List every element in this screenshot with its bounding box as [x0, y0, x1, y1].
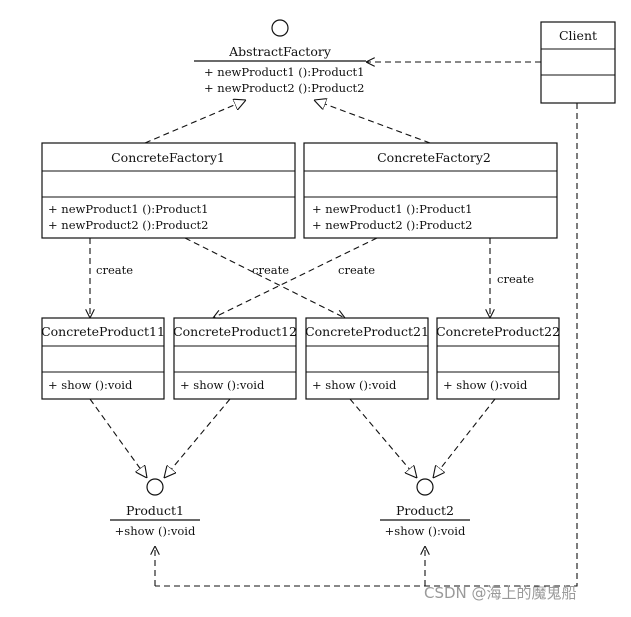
concrete-product-21-method: + show ():void	[312, 378, 397, 392]
concrete-product-22-box	[436, 317, 560, 400]
product-2-interface: Product2 +show ():void	[380, 478, 470, 538]
concrete-product-11-class: ConcreteProduct11 + show ():void	[41, 317, 165, 400]
product-2-lollipop-icon	[416, 478, 434, 496]
concrete-factory-2-box	[303, 142, 558, 239]
concrete-factory-1-name: ConcreteFactory1	[111, 150, 225, 165]
create-cf1-to-cp21	[184, 237, 345, 318]
concrete-product-12-method: + show ():void	[180, 378, 265, 392]
concrete-product-12-class: ConcreteProduct12 + show ():void	[173, 317, 297, 400]
concrete-factory-2-method-2: + newProduct2 ():Product2	[312, 218, 472, 232]
create-labels: create create create create	[96, 263, 534, 286]
concrete-factory-2-class: ConcreteFactory2 + newProduct1 ():Produc…	[303, 142, 558, 239]
create-label-3: create	[338, 263, 375, 277]
concrete-product-12-name: ConcreteProduct12	[173, 324, 297, 339]
create-label-1: create	[96, 263, 133, 277]
abstract-factory-name: AbstractFactory	[228, 44, 332, 59]
concrete-product-22-method: + show ():void	[443, 378, 528, 392]
client-name: Client	[559, 28, 597, 43]
watermark: CSDN @海上的魔鬼船	[424, 584, 577, 602]
concrete-product-11-name: ConcreteProduct11	[41, 324, 165, 339]
product-2-method: +show ():void	[385, 524, 466, 538]
create-label-4: create	[497, 272, 534, 286]
concrete-product-12-box	[173, 317, 297, 400]
create-label-2: create	[252, 263, 289, 277]
product-1-interface: Product1 +show ():void	[110, 478, 200, 538]
dependency-client-trunk	[155, 103, 578, 587]
client-box	[540, 21, 616, 104]
abstract-factory-method-1: + newProduct1 ():Product1	[204, 65, 364, 79]
abstract-factory-lollipop-icon	[271, 19, 289, 37]
product-1-lollipop-icon	[146, 478, 164, 496]
concrete-factory-2-method-1: + newProduct1 ():Product1	[312, 202, 472, 216]
concrete-factory-1-class: ConcreteFactory1 + newProduct1 ():Produc…	[41, 142, 296, 239]
product-2-name: Product2	[396, 503, 454, 518]
concrete-product-22-name: ConcreteProduct22	[436, 324, 560, 339]
concrete-factory-1-method-2: + newProduct2 ():Product2	[48, 218, 208, 232]
product-1-method: +show ():void	[115, 524, 196, 538]
concrete-product-11-method: + show ():void	[48, 378, 133, 392]
realization-cp11-to-product-1	[89, 398, 147, 478]
abstract-factory-method-2: + newProduct2 ():Product2	[204, 81, 364, 95]
realization-cp22-to-product-2	[433, 398, 496, 478]
concrete-product-21-class: ConcreteProduct21 + show ():void	[305, 317, 429, 400]
client-class: Client	[540, 21, 616, 104]
connectors	[89, 62, 578, 587]
concrete-product-21-name: ConcreteProduct21	[305, 324, 429, 339]
abstract-factory-interface: AbstractFactory + newProduct1 ():Product…	[194, 19, 366, 95]
realization-cp12-to-product-1	[164, 398, 231, 478]
create-cf2-to-cp12	[213, 237, 378, 318]
concrete-factory-2-name: ConcreteFactory2	[377, 150, 491, 165]
product-1-name: Product1	[126, 503, 184, 518]
realization-cf2-to-abstract-factory	[314, 100, 431, 144]
concrete-factory-1-method-1: + newProduct1 ():Product1	[48, 202, 208, 216]
concrete-product-22-class: ConcreteProduct22 + show ():void	[436, 317, 560, 400]
concrete-factory-1-box	[41, 142, 296, 239]
realization-cp21-to-product-2	[349, 398, 417, 478]
concrete-product-11-box	[41, 317, 165, 400]
concrete-product-21-box	[305, 317, 429, 400]
realization-cf1-to-abstract-factory	[144, 100, 246, 144]
